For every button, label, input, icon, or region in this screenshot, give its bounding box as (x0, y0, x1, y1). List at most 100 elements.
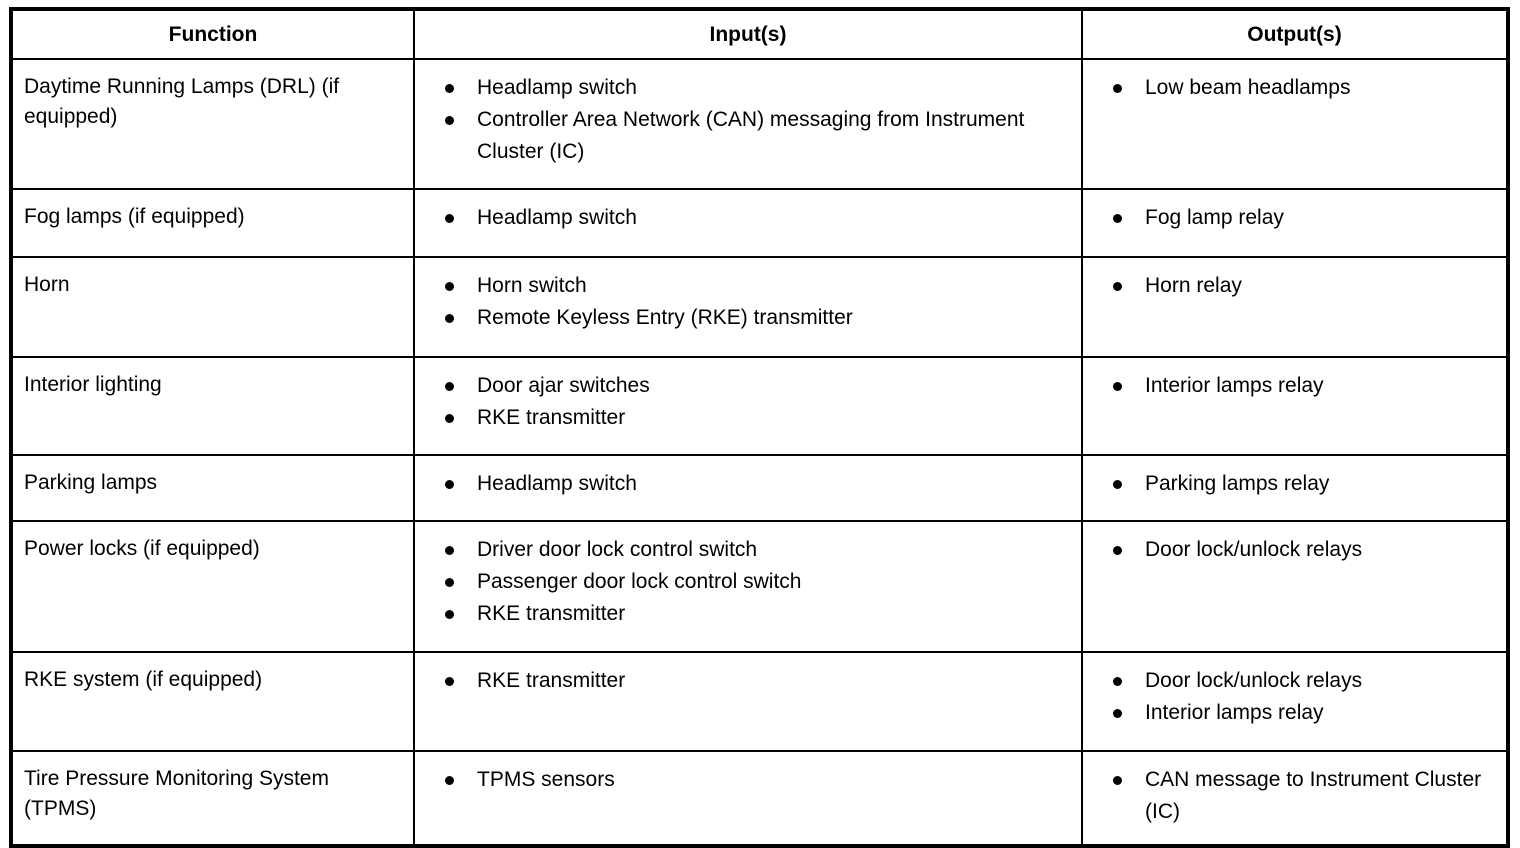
table-row: Interior lighting Door ajar switches RKE… (10, 356, 1509, 456)
outputs-cell: Low beam headlamps (1081, 58, 1509, 190)
bullet-icon (445, 578, 454, 587)
list-item-label: Headlamp switch (477, 76, 637, 99)
list-item-label: Low beam headlamps (1145, 76, 1351, 99)
bullet-icon (1113, 546, 1122, 555)
bullet-icon (1113, 480, 1122, 489)
inputs-list: TPMS sensors (415, 764, 1071, 796)
bullet-icon (1113, 282, 1122, 291)
list-item-label: Passenger door lock control switch (477, 570, 802, 593)
list-item: Horn relay (1083, 270, 1496, 302)
list-item: Headlamp switch (415, 72, 1071, 104)
bullet-icon (445, 382, 454, 391)
list-item: Remote Keyless Entry (RKE) transmitter (415, 302, 1071, 334)
table-body: Daytime Running Lamps (DRL) (if equipped… (10, 58, 1509, 847)
bullet-icon (445, 610, 454, 619)
list-item: Headlamp switch (415, 468, 1071, 500)
table-row: Power locks (if equipped) Driver door lo… (10, 520, 1509, 653)
bullet-icon (1113, 84, 1122, 93)
list-item-label: Interior lamps relay (1145, 374, 1324, 397)
inputs-cell: Driver door lock control switch Passenge… (413, 520, 1083, 653)
list-item-label: RKE transmitter (477, 602, 626, 625)
outputs-list: Parking lamps relay (1083, 468, 1496, 500)
outputs-cell: Horn relay (1081, 256, 1509, 358)
function-cell: Horn (10, 256, 415, 358)
list-item-label: RKE transmitter (477, 406, 626, 429)
bullet-icon (445, 84, 454, 93)
bullet-icon (445, 480, 454, 489)
outputs-cell: Interior lamps relay (1081, 356, 1509, 456)
function-label: Horn (24, 273, 70, 296)
list-item-label: Remote Keyless Entry (RKE) transmitter (477, 306, 853, 329)
bullet-icon (1113, 677, 1122, 686)
outputs-list: Low beam headlamps (1083, 72, 1496, 104)
bullet-icon (445, 314, 454, 323)
inputs-list: Headlamp switch Controller Area Network … (415, 72, 1071, 168)
column-header-outputs: Output(s) (1081, 8, 1509, 60)
list-item: TPMS sensors (415, 764, 1071, 796)
list-item: Headlamp switch (415, 202, 1071, 234)
list-item-label: Headlamp switch (477, 206, 637, 229)
outputs-cell: Parking lamps relay (1081, 454, 1509, 522)
inputs-list: Door ajar switches RKE transmitter (415, 370, 1071, 434)
list-item: Parking lamps relay (1083, 468, 1496, 500)
list-item-label: CAN message to Instrument Cluster (IC) (1145, 768, 1482, 823)
outputs-list: CAN message to Instrument Cluster (IC) (1083, 764, 1496, 828)
list-item: Controller Area Network (CAN) messaging … (415, 104, 1071, 168)
table-row: Fog lamps (if equipped) Headlamp switch (10, 188, 1509, 258)
list-item: RKE transmitter (415, 402, 1071, 434)
list-item-label: Door lock/unlock relays (1145, 669, 1363, 692)
list-item: Fog lamp relay (1083, 202, 1496, 234)
function-cell: Daytime Running Lamps (DRL) (if equipped… (10, 58, 415, 190)
table-row: Tire Pressure Monitoring System (TPMS) T… (10, 750, 1509, 847)
inputs-list: RKE transmitter (415, 665, 1071, 697)
document-page: Function Input(s) Output(s) Daytime Runn… (9, 7, 1510, 848)
inputs-cell: Headlamp switch (413, 188, 1083, 258)
list-item-label: Driver door lock control switch (477, 538, 758, 561)
inputs-list: Headlamp switch (415, 468, 1071, 500)
inputs-cell: Headlamp switch (413, 454, 1083, 522)
function-label: Daytime Running Lamps (DRL) (if equipped… (24, 75, 340, 128)
table-row: Parking lamps Headlamp switch Park (10, 454, 1509, 522)
outputs-list: Door lock/unlock relays Interior lamps r… (1083, 665, 1496, 729)
list-item: Door lock/unlock relays (1083, 534, 1496, 566)
list-item-label: RKE transmitter (477, 669, 626, 692)
function-cell: Fog lamps (if equipped) (10, 188, 415, 258)
inputs-list: Horn switch Remote Keyless Entry (RKE) t… (415, 270, 1071, 334)
outputs-list: Horn relay (1083, 270, 1496, 302)
list-item-label: Horn relay (1145, 274, 1242, 297)
function-label: Parking lamps (24, 471, 158, 494)
function-label: Power locks (if equipped) (24, 537, 260, 560)
bullet-icon (445, 414, 454, 423)
column-header-function: Function (10, 8, 415, 60)
function-cell: Power locks (if equipped) (10, 520, 415, 653)
bullet-icon (445, 282, 454, 291)
bullet-icon (1113, 709, 1122, 718)
list-item: Horn switch (415, 270, 1071, 302)
inputs-list: Headlamp switch (415, 202, 1071, 234)
function-label: Fog lamps (if equipped) (24, 205, 245, 228)
bullet-icon (445, 776, 454, 785)
list-item: Interior lamps relay (1083, 370, 1496, 402)
function-input-output-table: Function Input(s) Output(s) Daytime Runn… (9, 7, 1510, 848)
function-label: Tire Pressure Monitoring System (TPMS) (24, 767, 329, 820)
function-cell: Tire Pressure Monitoring System (TPMS) (10, 750, 415, 847)
list-item: RKE transmitter (415, 598, 1071, 630)
function-cell: Parking lamps (10, 454, 415, 522)
bullet-icon (445, 546, 454, 555)
inputs-cell: Door ajar switches RKE transmitter (413, 356, 1083, 456)
list-item-label: Parking lamps relay (1145, 472, 1330, 495)
function-label: RKE system (if equipped) (24, 668, 263, 691)
list-item: RKE transmitter (415, 665, 1071, 697)
outputs-cell: Fog lamp relay (1081, 188, 1509, 258)
list-item-label: Door ajar switches (477, 374, 650, 397)
inputs-cell: Headlamp switch Controller Area Network … (413, 58, 1083, 190)
list-item-label: Door lock/unlock relays (1145, 538, 1363, 561)
outputs-list: Interior lamps relay (1083, 370, 1496, 402)
list-item: Door ajar switches (415, 370, 1071, 402)
outputs-cell: Door lock/unlock relays (1081, 520, 1509, 653)
inputs-cell: TPMS sensors (413, 750, 1083, 847)
inputs-cell: Horn switch Remote Keyless Entry (RKE) t… (413, 256, 1083, 358)
list-item-label: Fog lamp relay (1145, 206, 1284, 229)
list-item-label: Horn switch (477, 274, 587, 297)
function-label: Interior lighting (24, 373, 162, 396)
